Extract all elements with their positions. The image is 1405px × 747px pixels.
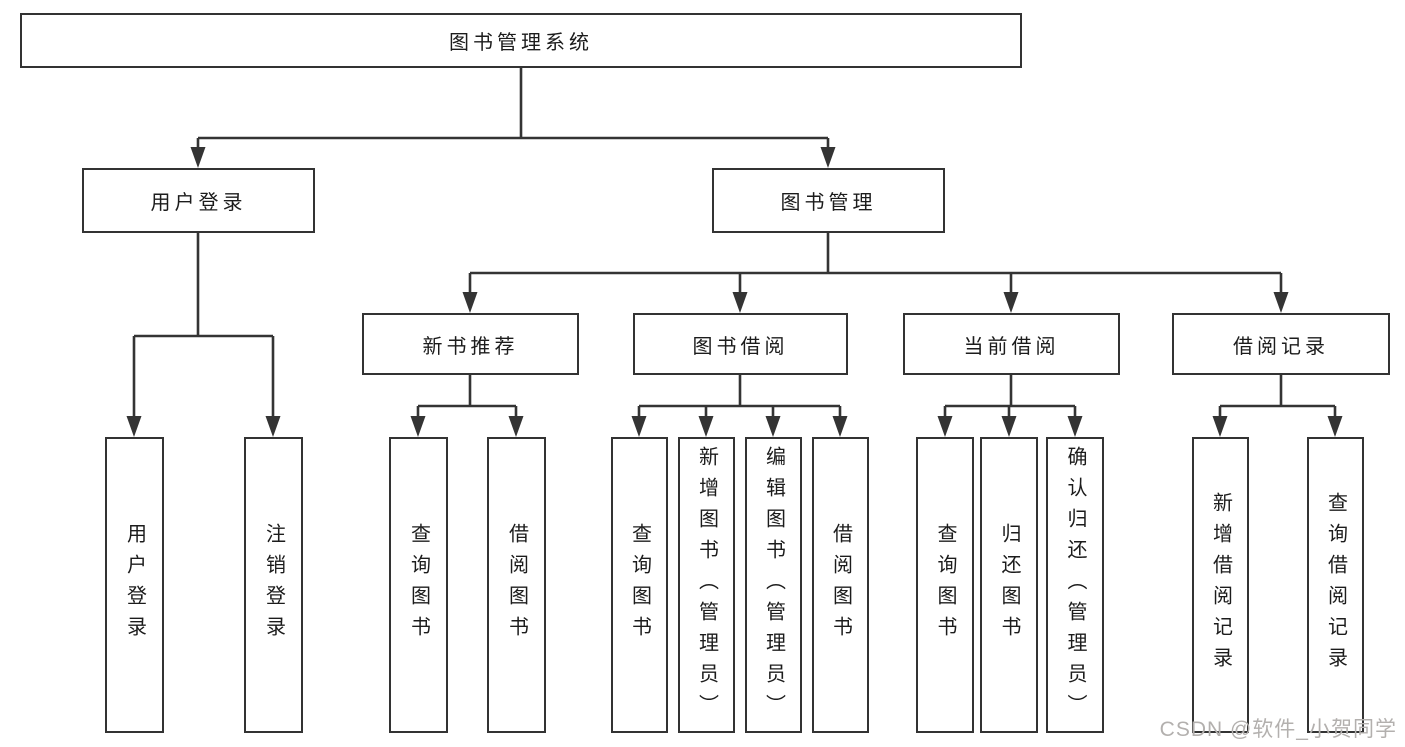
root-connector <box>190 68 836 168</box>
node-book-management-label: 图书管理 <box>780 192 877 214</box>
leaf-cb-query-books-label: 查询图书 <box>934 523 956 647</box>
leaf-br-add-record: 新增借阅记录 <box>1192 437 1249 733</box>
csdn-watermark: CSDN @软件_小贺同学 <box>1159 718 1397 741</box>
leaf-rec-query-books-label: 查询图书 <box>407 523 430 647</box>
node-book-borrow: 图书借阅 <box>633 313 848 375</box>
node-root-system: 图书管理系统 <box>20 13 1022 68</box>
leaf-bb-query-books-label: 查询图书 <box>628 523 651 647</box>
leaf-rec-borrow-books: 借阅图书 <box>487 437 546 733</box>
leaf-cb-query-books: 查询图书 <box>916 437 974 733</box>
new-book-recommend-connector <box>410 375 524 437</box>
node-current-borrow: 当前借阅 <box>903 313 1120 375</box>
leaf-user-login: 用户登录 <box>105 437 164 733</box>
leaf-bb-add-books-admin-label: 新增图书（管理员） <box>695 445 718 725</box>
user-login-connector <box>126 233 281 437</box>
node-user-login-label: 用户登录 <box>150 192 247 214</box>
leaf-br-query-record: 查询借阅记录 <box>1307 437 1364 733</box>
leaf-logout-label: 注销登录 <box>262 523 285 647</box>
leaf-cb-confirm-return-admin: 确认归还（管理员） <box>1046 437 1104 733</box>
leaf-cb-return-books-label: 归还图书 <box>998 523 1020 647</box>
node-book-management: 图书管理 <box>712 168 945 233</box>
leaf-bb-edit-books-admin: 编辑图书（管理员） <box>745 437 802 733</box>
node-new-book-recommend: 新书推荐 <box>362 313 579 375</box>
leaf-rec-borrow-books-label: 借阅图书 <box>505 523 528 647</box>
leaf-user-login-label: 用户登录 <box>123 523 146 647</box>
node-borrow-records: 借阅记录 <box>1172 313 1390 375</box>
leaf-bb-edit-books-admin-label: 编辑图书（管理员） <box>762 445 785 725</box>
leaf-rec-query-books: 查询图书 <box>389 437 448 733</box>
leaf-br-query-record-label: 查询借阅记录 <box>1324 492 1347 678</box>
leaf-bb-query-books: 查询图书 <box>611 437 668 733</box>
borrow-records-connector <box>1212 375 1343 437</box>
leaf-cb-return-books: 归还图书 <box>980 437 1038 733</box>
current-borrow-connector <box>937 375 1083 437</box>
node-user-login: 用户登录 <box>82 168 315 233</box>
book-management-connector <box>462 233 1289 313</box>
book-borrow-connector <box>631 375 848 437</box>
leaf-bb-borrow-books-label: 借阅图书 <box>829 523 852 647</box>
node-current-borrow-label: 当前借阅 <box>963 335 1060 358</box>
leaf-br-add-record-label: 新增借阅记录 <box>1209 492 1232 678</box>
leaf-cb-confirm-return-admin-label: 确认归还（管理员） <box>1064 445 1086 725</box>
node-borrow-records-label: 借阅记录 <box>1233 335 1329 358</box>
node-root-label: 图书管理系统 <box>449 32 593 54</box>
leaf-bb-add-books-admin: 新增图书（管理员） <box>678 437 735 733</box>
leaf-logout: 注销登录 <box>244 437 303 733</box>
leaf-bb-borrow-books: 借阅图书 <box>812 437 869 733</box>
node-book-borrow-label: 图书借阅 <box>692 335 789 358</box>
node-new-book-recommend-label: 新书推荐 <box>422 335 519 358</box>
